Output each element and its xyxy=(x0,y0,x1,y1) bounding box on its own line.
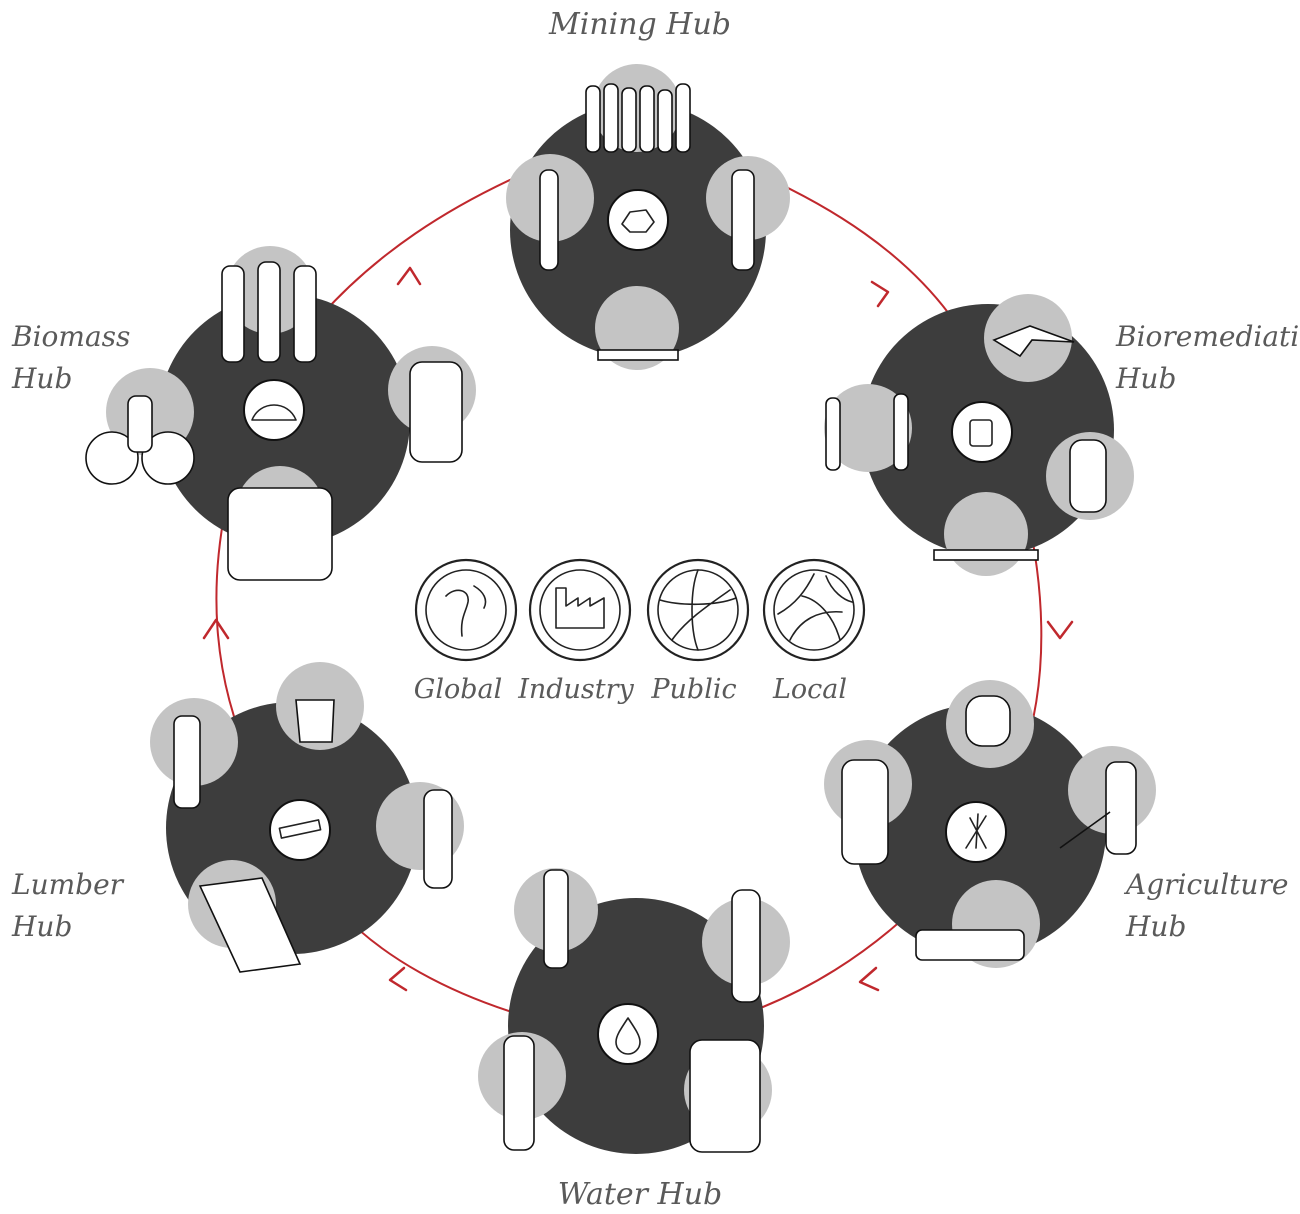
plank-icon xyxy=(269,799,331,861)
biomass-cyclist xyxy=(85,395,195,485)
agri-hoe xyxy=(1059,811,1111,849)
ball-seams xyxy=(659,569,737,651)
factory-shape xyxy=(555,587,605,629)
water-shoppers xyxy=(689,1039,761,1153)
water-drop-icon xyxy=(597,1003,659,1065)
wheat-shape xyxy=(965,813,987,849)
bio-child-2 xyxy=(893,393,909,471)
water-drop-shape xyxy=(615,1017,641,1055)
lumber-guitarist xyxy=(173,715,201,809)
bio-child-1 xyxy=(825,397,841,471)
flow-arrow-1 xyxy=(870,280,890,308)
bio-table xyxy=(933,549,1039,561)
bio-sat-bottom xyxy=(944,492,1028,576)
agri-couple xyxy=(841,759,889,865)
mining-hub-label: Mining Hub xyxy=(548,7,731,42)
water-woman-walking xyxy=(731,889,761,1003)
globe-continents xyxy=(445,585,487,637)
fuel-can-shape xyxy=(969,419,993,447)
ball-icon xyxy=(657,569,739,651)
bioremediation-hub: Bioremediation Hub xyxy=(824,294,1300,576)
flow-arrow-6 xyxy=(396,266,422,286)
biomass-pile-shape xyxy=(251,404,297,421)
fuel-can-leaf-icon xyxy=(951,401,1013,463)
water-woman-coat xyxy=(503,1035,535,1151)
water-man-sunglasses xyxy=(543,869,569,969)
bioremediation-hub-label-1: Bioremediation xyxy=(1115,320,1300,353)
flow-arrow-3 xyxy=(858,966,880,992)
rock-icon-shape xyxy=(621,209,655,233)
rock-icon xyxy=(607,189,669,251)
bioremediation-hub-label-2: Hub xyxy=(1115,362,1176,395)
water-hub-label: Water Hub xyxy=(558,1177,723,1212)
flow-arrow-5 xyxy=(202,618,230,640)
lumber-hub: Lumber Hub xyxy=(11,662,464,973)
legend: Global Industry Public Local xyxy=(414,558,866,705)
factory-icon xyxy=(539,569,621,651)
biomass-hub: Biomass Hub xyxy=(11,246,476,581)
bio-elder xyxy=(1069,439,1107,513)
flow-arrow-2 xyxy=(1046,620,1074,640)
agri-dining-group xyxy=(915,929,1025,961)
biomass-pile-icon xyxy=(243,379,305,441)
agriculture-hub: Agriculture Hub xyxy=(824,680,1288,968)
legend-local-label: Local xyxy=(772,674,847,705)
legend-global-label: Global xyxy=(414,674,502,705)
biomass-businessmen xyxy=(221,261,317,363)
mining-person-left xyxy=(539,169,559,271)
lumber-hub-label-1: Lumber xyxy=(11,868,125,901)
flow-arrow-4 xyxy=(388,966,408,992)
biomass-workers xyxy=(227,487,333,581)
seagull-figure xyxy=(992,325,1075,358)
agri-farmer-crouch xyxy=(965,695,1011,747)
map-lines xyxy=(777,573,853,641)
legend-local: Local xyxy=(762,558,866,705)
lumber-frame-builders xyxy=(198,877,302,973)
legend-public-label: Public xyxy=(650,674,736,705)
agriculture-hub-label-2: Hub xyxy=(1125,910,1186,943)
biomass-hub-label-2: Hub xyxy=(11,362,72,395)
map-icon xyxy=(773,569,855,651)
legend-industry: Industry xyxy=(517,558,635,705)
mining-hub: Mining Hub xyxy=(506,7,790,370)
biomass-couple-dog xyxy=(409,361,463,463)
agri-hoe-worker xyxy=(1105,761,1137,855)
bio-sat-left xyxy=(824,384,912,472)
plank-shape xyxy=(278,819,322,839)
legend-industry-label: Industry xyxy=(517,674,634,705)
mining-sat-bottom xyxy=(595,286,679,370)
mining-people-group xyxy=(585,83,691,153)
lumber-hub-label-2: Hub xyxy=(11,910,72,943)
biomass-hub-label-1: Biomass xyxy=(11,320,130,353)
mining-desk xyxy=(597,349,679,361)
agriculture-hub-label-1: Agriculture xyxy=(1123,868,1288,901)
legend-global: Global xyxy=(414,558,518,705)
legend-public: Public xyxy=(646,558,750,705)
deer-figure xyxy=(295,699,335,743)
water-hub: Water Hub xyxy=(478,868,790,1212)
lumber-chainsaw-worker xyxy=(423,789,453,889)
mining-person-right xyxy=(731,169,755,271)
